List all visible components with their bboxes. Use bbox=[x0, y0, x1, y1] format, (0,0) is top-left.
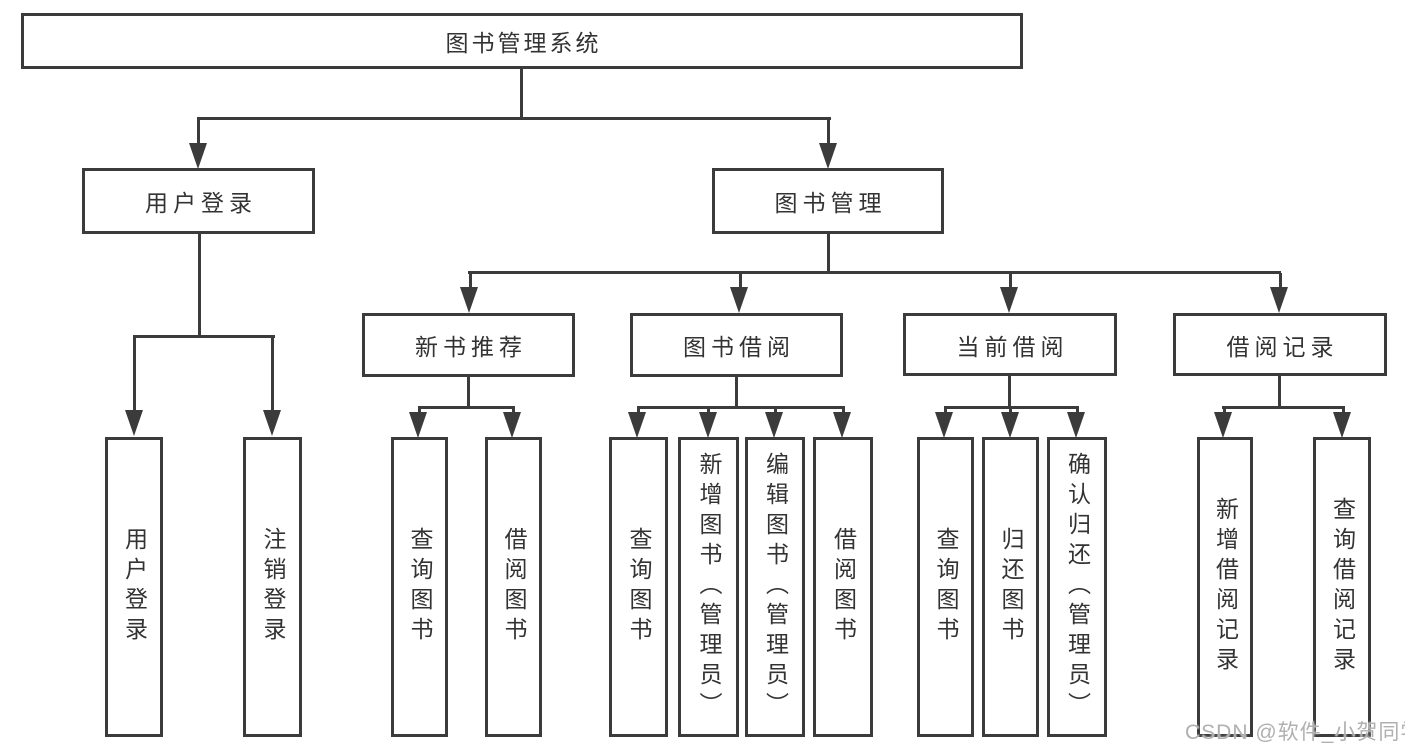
arrow-down-icon bbox=[1214, 412, 1232, 438]
node-label: 当前借阅 bbox=[956, 333, 1069, 360]
arrow-down-icon bbox=[263, 410, 281, 436]
connector-vline bbox=[271, 337, 274, 412]
node-library-management-system: 图书管理系统 bbox=[21, 13, 1023, 69]
connector-hline bbox=[418, 406, 515, 409]
leaf-recommend-borrow-book: 借阅图书 bbox=[485, 437, 542, 737]
connector-hline bbox=[133, 335, 275, 338]
leaf-label: 查询图书 bbox=[626, 527, 652, 647]
connector-vline bbox=[1008, 376, 1011, 409]
node-label: 借阅记录 bbox=[1226, 333, 1339, 360]
arrow-down-icon bbox=[819, 143, 837, 169]
connector-vline bbox=[467, 377, 470, 409]
arrow-down-icon bbox=[503, 412, 521, 438]
leaf-label: 查询图书 bbox=[407, 527, 433, 647]
connector-hline bbox=[468, 271, 1281, 274]
connector-vline bbox=[735, 377, 738, 409]
arrow-down-icon bbox=[699, 412, 717, 438]
arrow-down-icon bbox=[833, 412, 851, 438]
node-label: 图书管理 bbox=[774, 190, 887, 216]
arrow-down-icon bbox=[460, 287, 478, 313]
arrow-down-icon bbox=[125, 410, 143, 436]
leaf-label: 查询图书 bbox=[933, 527, 959, 647]
arrow-down-icon bbox=[409, 412, 427, 438]
node-label: 用户登录 bbox=[145, 190, 257, 216]
connector-vline bbox=[1279, 273, 1282, 289]
arrow-down-icon bbox=[1067, 412, 1085, 438]
arrow-down-icon bbox=[935, 412, 953, 438]
leaf-label: 确认归还（管理员） bbox=[1064, 452, 1091, 722]
arrow-down-icon bbox=[1333, 412, 1351, 438]
leaf-recommend-query-book: 查询图书 bbox=[391, 437, 448, 737]
node-borrow-records: 借阅记录 bbox=[1173, 313, 1387, 376]
leaf-current-return-book: 归还图书 bbox=[982, 437, 1039, 737]
leaf-label: 借阅图书 bbox=[501, 527, 527, 647]
node-label: 图书管理系统 bbox=[445, 30, 602, 56]
leaf-label: 借阅图书 bbox=[830, 527, 857, 647]
connector-hline bbox=[944, 406, 1079, 409]
arrow-down-icon bbox=[1000, 287, 1018, 313]
connector-vline bbox=[739, 273, 742, 289]
arrow-down-icon bbox=[730, 287, 748, 313]
node-user-login: 用户登录 bbox=[82, 168, 315, 234]
leaf-user-login: 用户登录 bbox=[105, 437, 163, 737]
leaf-label: 新增借阅记录 bbox=[1212, 497, 1239, 677]
leaf-label: 注销登录 bbox=[260, 527, 286, 647]
leaf-label: 新增图书（管理员） bbox=[696, 452, 722, 722]
leaf-logout: 注销登录 bbox=[243, 437, 302, 737]
arrow-down-icon bbox=[628, 412, 646, 438]
leaf-borrow-query-book: 查询图书 bbox=[609, 437, 668, 737]
connector-vline bbox=[197, 119, 200, 145]
connector-vline bbox=[1009, 273, 1012, 289]
connector-vline bbox=[827, 119, 830, 145]
connector-vline bbox=[520, 69, 523, 119]
node-new-book-recommend: 新书推荐 bbox=[362, 313, 575, 377]
connector-vline bbox=[1278, 376, 1281, 409]
node-label: 图书借阅 bbox=[683, 334, 795, 360]
csdn-watermark: CSDN @软件_小贺同学 bbox=[1185, 721, 1405, 744]
connector-vline bbox=[198, 234, 201, 338]
connector-vline bbox=[133, 337, 136, 412]
leaf-records-add-record: 新增借阅记录 bbox=[1197, 437, 1253, 737]
connector-vline bbox=[827, 234, 830, 273]
node-current-borrow: 当前借阅 bbox=[903, 313, 1117, 376]
leaf-current-confirm-return-admin: 确认归还（管理员） bbox=[1047, 437, 1107, 737]
node-book-management: 图书管理 bbox=[712, 168, 944, 234]
leaf-label: 查询借阅记录 bbox=[1329, 497, 1356, 677]
leaf-borrow-add-book-admin: 新增图书（管理员） bbox=[678, 437, 739, 737]
leaf-current-query-book: 查询图书 bbox=[917, 437, 974, 737]
arrow-down-icon bbox=[765, 412, 783, 438]
connector-vline bbox=[469, 273, 472, 289]
leaf-records-query-record: 查询借阅记录 bbox=[1313, 437, 1371, 737]
arrow-down-icon bbox=[189, 143, 207, 169]
leaf-label: 编辑图书（管理员） bbox=[762, 452, 789, 722]
node-book-borrow: 图书借阅 bbox=[630, 313, 843, 377]
arrow-down-icon bbox=[1270, 287, 1288, 313]
arrow-down-icon bbox=[1001, 412, 1019, 438]
leaf-borrow-edit-book-admin: 编辑图书（管理员） bbox=[745, 437, 805, 737]
node-label: 新书推荐 bbox=[415, 334, 527, 360]
leaf-label: 用户登录 bbox=[121, 527, 148, 647]
connector-hline bbox=[637, 406, 845, 409]
leaf-label: 归还图书 bbox=[998, 527, 1024, 647]
leaf-borrow-borrow-book: 借阅图书 bbox=[813, 437, 873, 737]
connector-hline bbox=[1222, 406, 1345, 409]
connector-hline bbox=[197, 117, 831, 120]
